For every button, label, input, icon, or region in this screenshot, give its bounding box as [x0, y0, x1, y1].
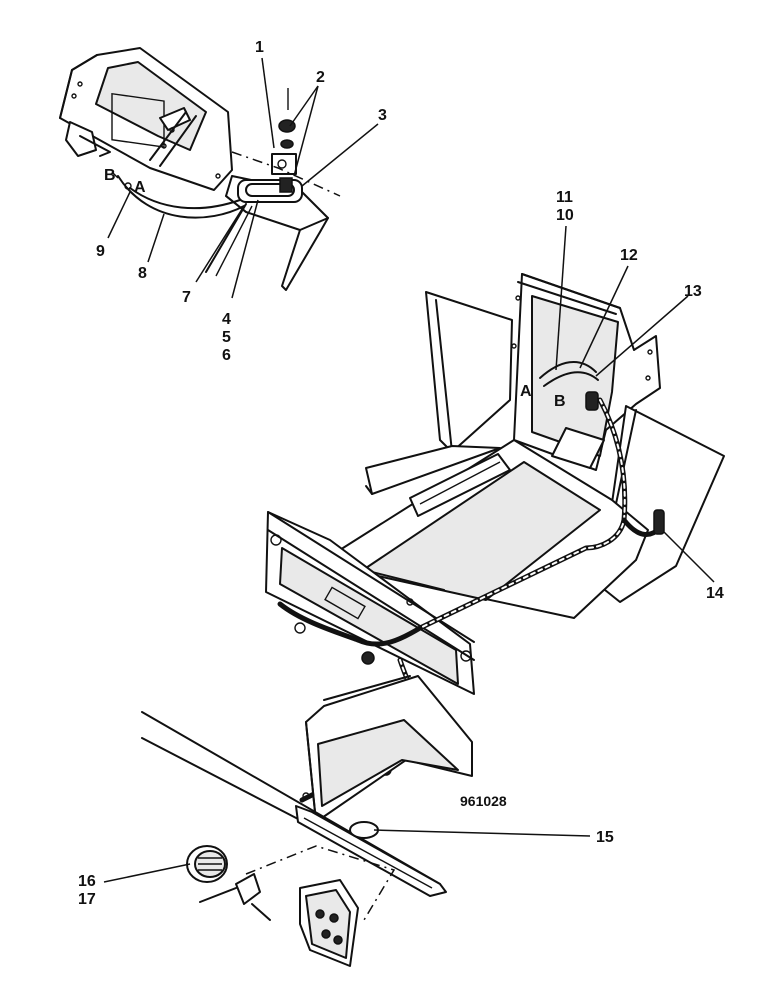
- callout-13: 13: [684, 283, 702, 300]
- connector-letter-a-console: A: [520, 383, 532, 400]
- switch-stack-1-2: [271, 88, 297, 193]
- lamp-clip: [199, 873, 271, 921]
- callout-16: 16: [78, 873, 96, 890]
- callout-6: 6: [222, 347, 231, 364]
- callout-12: 12: [620, 247, 638, 264]
- callout-2: 2: [316, 69, 325, 86]
- callout-labels: 1 2 3 4 5 6 7 8 9 10 11 12 13 14 15 16 1…: [78, 39, 724, 908]
- connector-letters: B A A B: [104, 167, 566, 410]
- callout-5: 5: [222, 329, 231, 346]
- connector-letter-a-top: A: [134, 179, 146, 196]
- callout-11: 11: [556, 189, 573, 206]
- callout-10: 10: [556, 207, 574, 224]
- callout-15: 15: [596, 829, 614, 846]
- drawing-number: 961028: [460, 793, 507, 809]
- left-side-panel: [425, 291, 513, 453]
- wire-harness-top: [111, 171, 253, 277]
- connector-letter-b-console: B: [554, 393, 566, 410]
- callout-14: 14: [706, 585, 724, 602]
- callout-17: 17: [78, 891, 96, 908]
- cross-member: [365, 445, 511, 517]
- callout-7: 7: [182, 289, 191, 306]
- lower-mounting-bracket: [302, 675, 473, 823]
- switch-panel-assembly: [59, 47, 233, 191]
- rear-console-panel: [511, 273, 661, 471]
- callout-1: 1: [255, 39, 264, 56]
- connector-letter-b-top: B: [104, 167, 116, 184]
- callout-3: 3: [378, 107, 387, 124]
- callout-8: 8: [138, 265, 147, 282]
- mounting-plate: [225, 175, 329, 291]
- callout-9: 9: [96, 243, 105, 260]
- main-chassis-rail: [265, 511, 475, 695]
- leader-lines: [103, 57, 715, 883]
- step-edge-rail: [141, 711, 447, 897]
- indicator-lamp-16-17: [186, 845, 228, 883]
- switch-module-box: [299, 879, 359, 967]
- callout-4: 4: [222, 311, 231, 328]
